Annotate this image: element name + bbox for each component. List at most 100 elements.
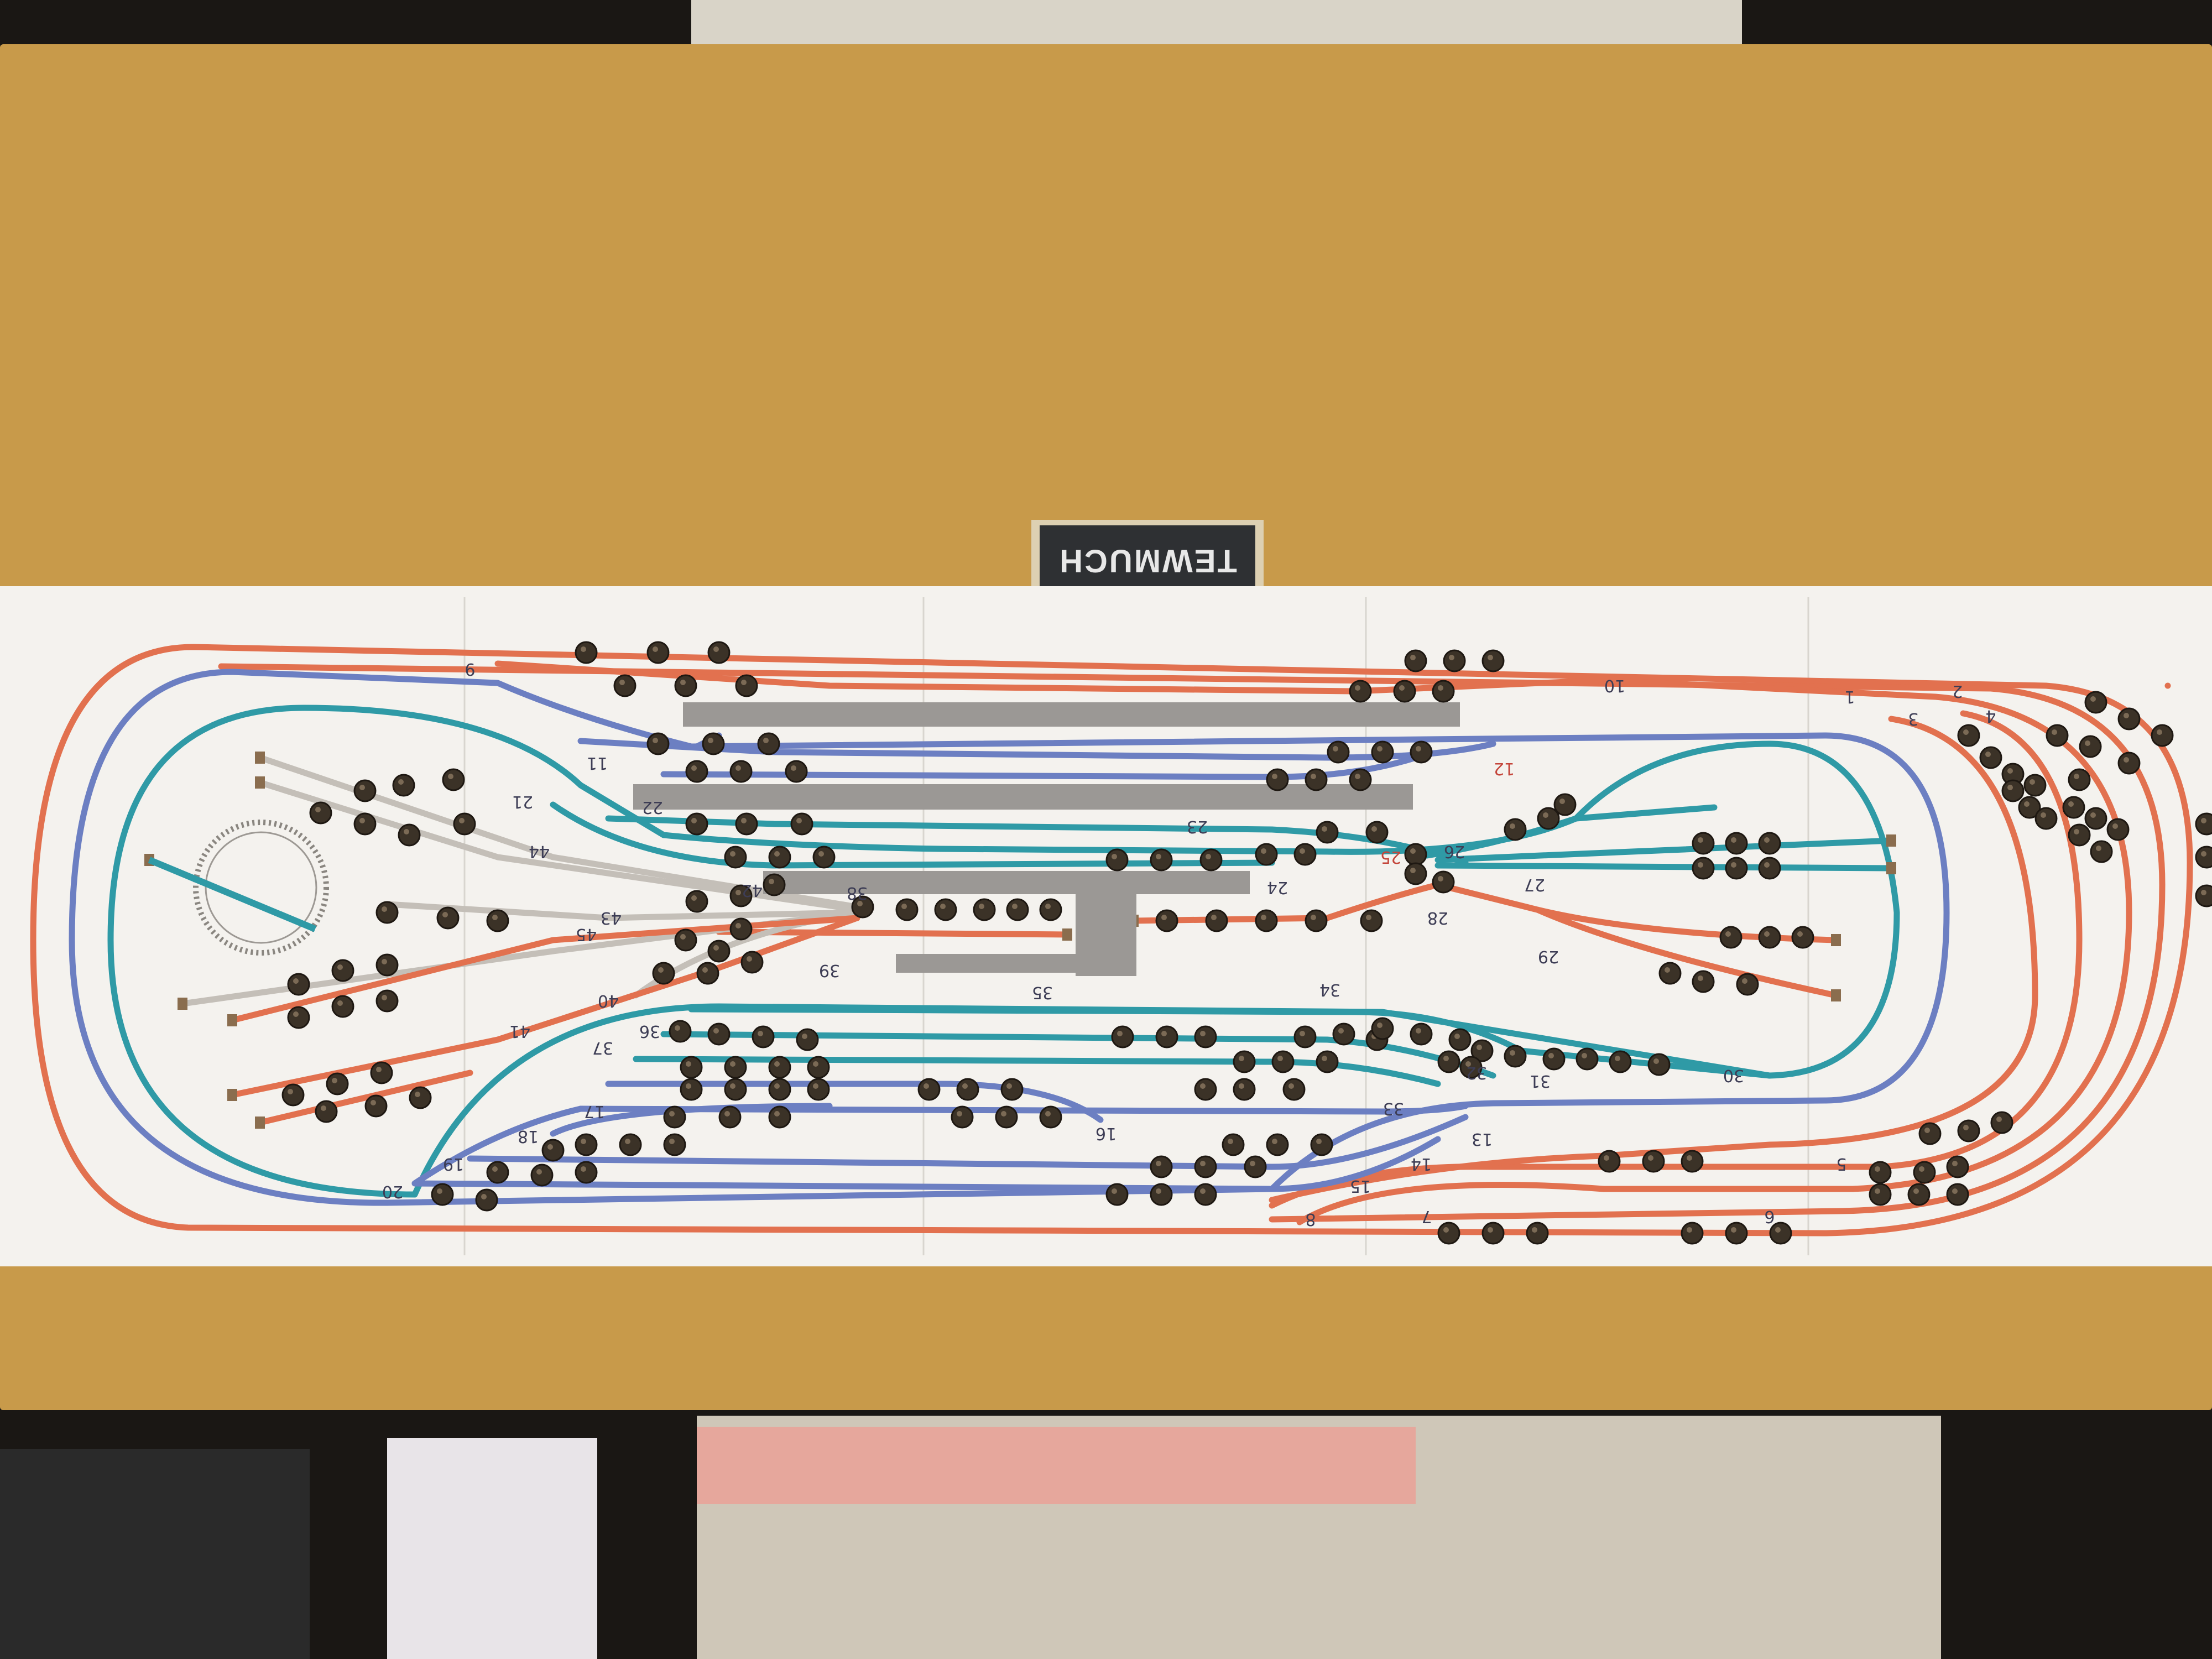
switch-button-icon[interactable]	[281, 1083, 305, 1107]
switch-button-icon[interactable]	[895, 898, 919, 921]
switch-button-icon[interactable]	[392, 774, 415, 797]
switch-button-icon[interactable]	[1448, 1028, 1472, 1051]
switch-button-icon[interactable]	[1979, 746, 2002, 769]
switch-button-icon[interactable]	[1725, 1222, 1748, 1245]
switch-button-icon[interactable]	[1791, 926, 1814, 949]
switch-button-icon[interactable]	[1150, 1183, 1173, 1206]
switch-button-icon[interactable]	[1111, 1025, 1134, 1048]
switch-button-icon[interactable]	[453, 812, 476, 836]
switch-button-icon[interactable]	[2084, 691, 2107, 714]
switch-button-icon[interactable]	[1481, 1222, 1505, 1245]
switch-button-icon[interactable]	[702, 732, 725, 755]
switch-button-icon[interactable]	[1957, 1119, 1980, 1142]
switch-button-icon[interactable]	[646, 732, 670, 755]
switch-button-icon[interactable]	[1918, 1122, 1942, 1145]
switch-button-icon[interactable]	[1957, 724, 1980, 747]
switch-button-icon[interactable]	[1194, 1078, 1217, 1101]
switch-button-icon[interactable]	[735, 812, 758, 836]
switch-button-icon[interactable]	[1327, 740, 1350, 764]
switch-button-icon[interactable]	[1316, 1050, 1339, 1073]
switch-button-icon[interactable]	[2034, 807, 2058, 830]
switch-button-icon[interactable]	[685, 760, 708, 783]
switch-button-icon[interactable]	[1526, 1222, 1549, 1245]
switch-button-icon[interactable]	[1360, 909, 1383, 932]
switch-button-icon[interactable]	[619, 1133, 642, 1156]
switch-button-icon[interactable]	[364, 1094, 388, 1118]
switch-button-icon[interactable]	[1598, 1150, 1621, 1173]
switch-button-icon[interactable]	[707, 641, 731, 664]
switch-button-icon[interactable]	[740, 951, 764, 974]
switch-button-icon[interactable]	[1205, 909, 1228, 932]
switch-button-icon[interactable]	[353, 812, 377, 836]
switch-button-icon[interactable]	[724, 1078, 747, 1101]
switch-button-icon[interactable]	[1404, 649, 1427, 672]
switch-button-icon[interactable]	[1194, 1183, 1217, 1206]
switch-button-icon[interactable]	[669, 1020, 692, 1043]
switch-button-icon[interactable]	[1410, 1022, 1433, 1046]
switch-button-icon[interactable]	[1105, 848, 1129, 872]
switch-button-icon[interactable]	[1907, 1183, 1931, 1206]
switch-button-icon[interactable]	[652, 962, 675, 985]
switch-button-icon[interactable]	[2117, 707, 2141, 731]
switch-button-icon[interactable]	[851, 895, 874, 919]
switch-button-icon[interactable]	[1758, 926, 1781, 949]
switch-button-icon[interactable]	[2117, 752, 2141, 775]
switch-button-icon[interactable]	[2062, 796, 2085, 819]
switch-button-icon[interactable]	[917, 1078, 941, 1101]
switch-button-icon[interactable]	[2151, 724, 2174, 747]
switch-button-icon[interactable]	[1432, 680, 1455, 703]
switch-button-icon[interactable]	[2195, 846, 2212, 869]
switch-button-icon[interactable]	[973, 898, 996, 921]
switch-button-icon[interactable]	[1642, 1150, 1665, 1173]
switch-button-icon[interactable]	[768, 1078, 791, 1101]
switch-button-icon[interactable]	[1266, 768, 1289, 791]
switch-button-icon[interactable]	[956, 1078, 979, 1101]
switch-button-icon[interactable]	[1244, 1155, 1267, 1178]
switch-button-icon[interactable]	[2106, 818, 2130, 841]
switch-button-icon[interactable]	[1194, 1155, 1217, 1178]
switch-button-icon[interactable]	[2195, 884, 2212, 907]
switch-button-icon[interactable]	[1039, 1105, 1062, 1129]
switch-button-icon[interactable]	[724, 846, 747, 869]
switch-button-icon[interactable]	[1692, 857, 1715, 880]
switch-button-icon[interactable]	[1459, 1056, 1483, 1079]
switch-button-icon[interactable]	[1437, 1050, 1460, 1073]
switch-button-icon[interactable]	[486, 1161, 509, 1184]
switch-button-icon[interactable]	[785, 760, 808, 783]
switch-button-icon[interactable]	[530, 1164, 554, 1187]
switch-button-icon[interactable]	[375, 953, 399, 977]
switch-button-icon[interactable]	[1000, 1078, 1024, 1101]
switch-button-icon[interactable]	[1537, 807, 1560, 830]
switch-button-icon[interactable]	[1039, 898, 1062, 921]
switch-button-icon[interactable]	[680, 1056, 703, 1079]
switch-button-icon[interactable]	[1542, 1047, 1566, 1071]
switch-button-icon[interactable]	[1310, 1133, 1333, 1156]
switch-button-icon[interactable]	[1266, 1133, 1289, 1156]
switch-button-icon[interactable]	[1316, 821, 1339, 844]
switch-button-icon[interactable]	[707, 1022, 731, 1046]
switch-button-icon[interactable]	[287, 1006, 310, 1029]
switch-button-icon[interactable]	[680, 1078, 703, 1101]
switch-button-icon[interactable]	[1293, 1025, 1317, 1048]
switch-button-icon[interactable]	[685, 890, 708, 913]
switch-button-icon[interactable]	[768, 846, 791, 869]
switch-button-icon[interactable]	[1437, 1222, 1460, 1245]
switch-button-icon[interactable]	[1758, 832, 1781, 855]
switch-button-icon[interactable]	[398, 823, 421, 847]
switch-button-icon[interactable]	[1470, 1039, 1494, 1062]
switch-button-icon[interactable]	[674, 674, 697, 697]
switch-button-icon[interactable]	[315, 1100, 338, 1123]
switch-button-icon[interactable]	[1233, 1078, 1256, 1101]
switch-button-icon[interactable]	[375, 901, 399, 924]
switch-button-icon[interactable]	[1305, 768, 1328, 791]
switch-button-icon[interactable]	[370, 1061, 393, 1084]
switch-button-icon[interactable]	[663, 1133, 686, 1156]
switch-button-icon[interactable]	[1647, 1053, 1671, 1076]
switch-button-icon[interactable]	[2090, 840, 2113, 863]
switch-button-icon[interactable]	[1736, 973, 1759, 996]
switch-button-icon[interactable]	[575, 641, 598, 664]
switch-button-icon[interactable]	[2084, 807, 2107, 830]
switch-button-icon[interactable]	[1725, 857, 1748, 880]
switch-button-icon[interactable]	[1481, 649, 1505, 672]
switch-button-icon[interactable]	[995, 1105, 1018, 1129]
